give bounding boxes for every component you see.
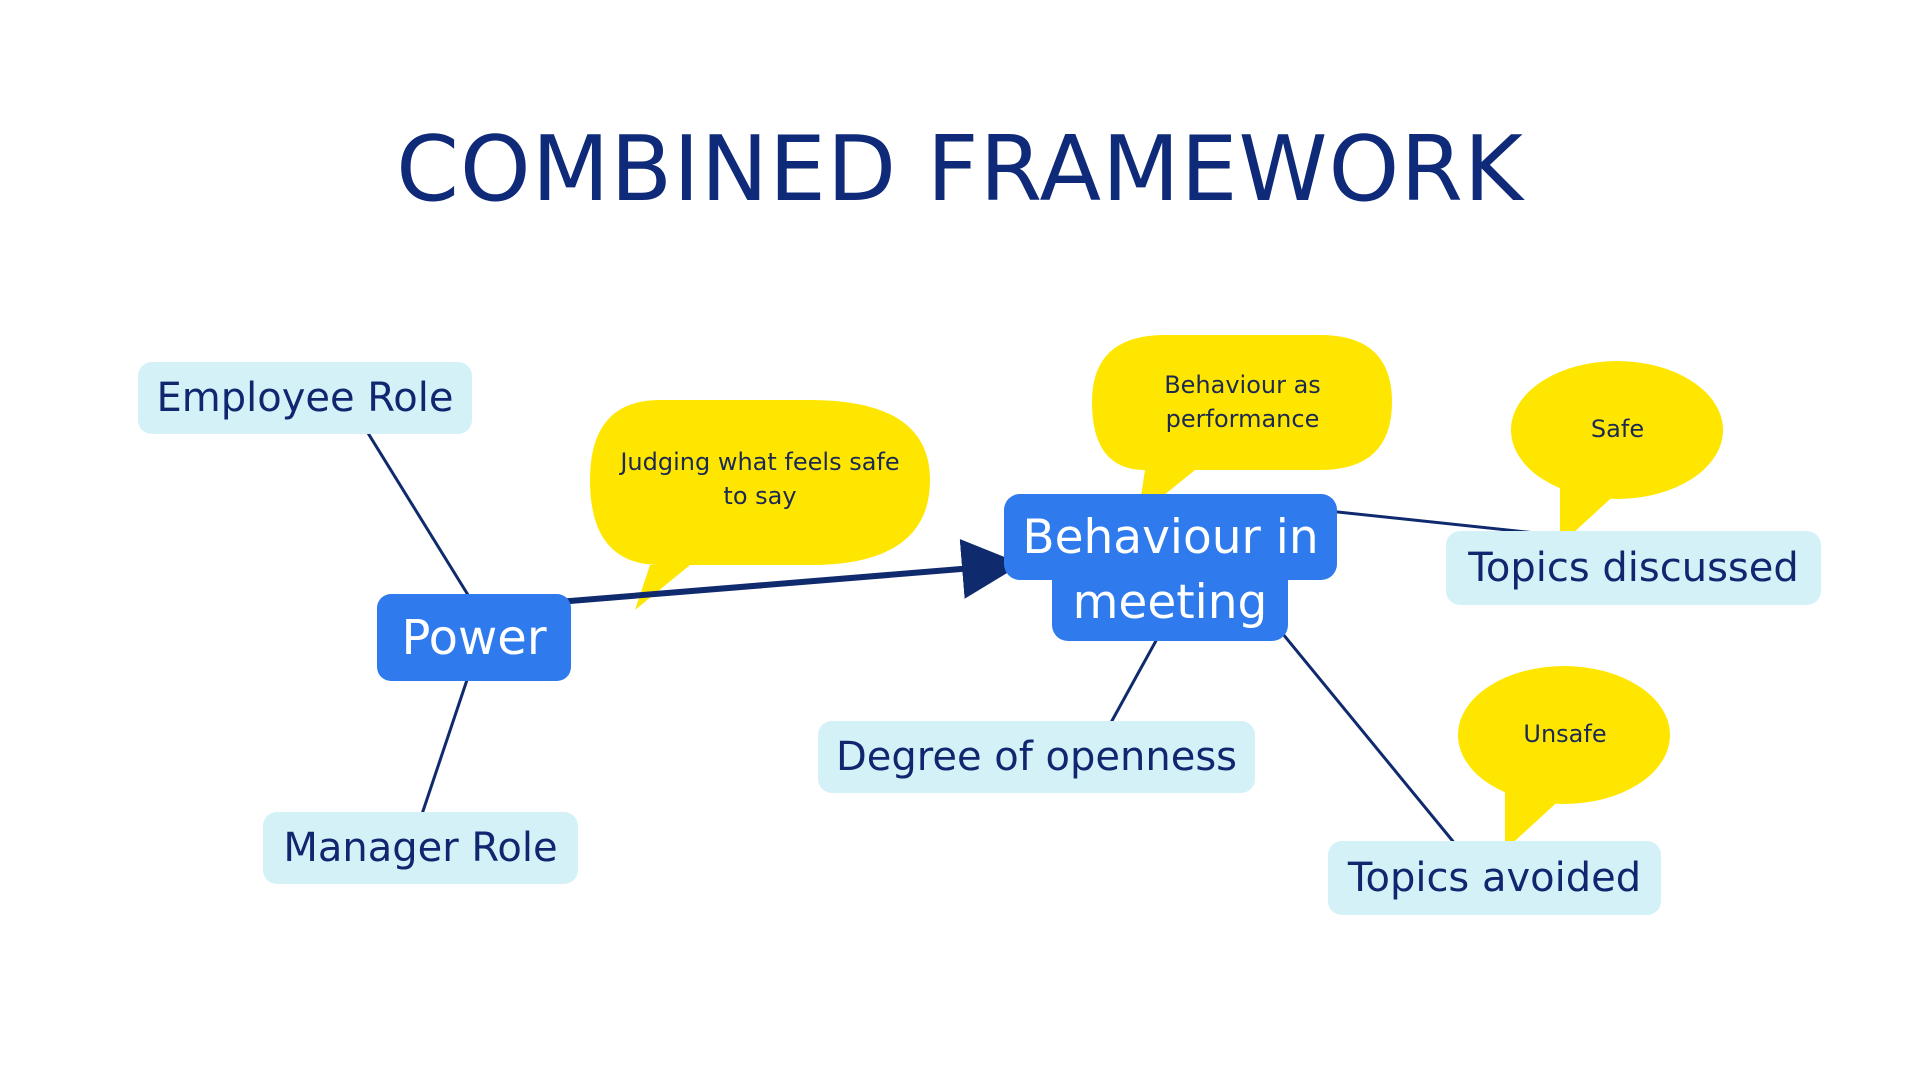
connector-behaviour-avoided <box>1276 627 1458 846</box>
node-topics-avoided: Topics avoided <box>1328 841 1661 915</box>
node-power: Power <box>377 594 571 681</box>
arrow-power-behaviour <box>532 539 1022 607</box>
node-behaviour-line2-bg: meeting <box>1052 564 1288 641</box>
node-behaviour-line1-text: Behaviour in <box>1022 509 1319 565</box>
speech-bubble-judging <box>590 400 930 610</box>
node-employee-role: Employee Role <box>138 362 472 434</box>
node-manager-role: Manager Role <box>263 812 578 884</box>
bubble-performance-text: Behaviour as performance <box>1100 360 1385 445</box>
connector-behaviour-openness <box>1106 627 1165 729</box>
bubble-performance-line1: Behaviour as <box>1164 370 1321 399</box>
speech-bubble-unsafe-body <box>1458 666 1670 804</box>
speech-bubble-safe-body <box>1511 361 1723 499</box>
bubble-safe-text: Safe <box>1590 415 1645 444</box>
node-behaviour-line2-text: meeting <box>1072 575 1268 630</box>
bubble-judging-text: Judging what feels safe to say <box>600 440 920 520</box>
bubble-judging-line2: to say <box>723 482 797 510</box>
page-title: COMBINED FRAMEWORK <box>396 117 1524 222</box>
connector-employee-power <box>361 424 475 604</box>
bubble-performance-line2: performance <box>1165 404 1320 433</box>
speech-bubble-safe-tail <box>1560 480 1620 545</box>
node-behaviour-in-meeting: meeting Behaviour in meeting <box>1004 494 1337 641</box>
node-topics-discussed: Topics discussed <box>1446 531 1821 605</box>
speech-bubble-unsafe-tail <box>1505 785 1565 850</box>
speech-bubble-performance <box>1092 335 1392 516</box>
bubble-unsafe-text: Unsafe <box>1523 720 1607 749</box>
bubble-judging-line1: Judging what feels safe <box>620 448 900 477</box>
node-degree-of-openness: Degree of openness <box>818 721 1255 793</box>
connector-power-manager <box>418 664 474 821</box>
